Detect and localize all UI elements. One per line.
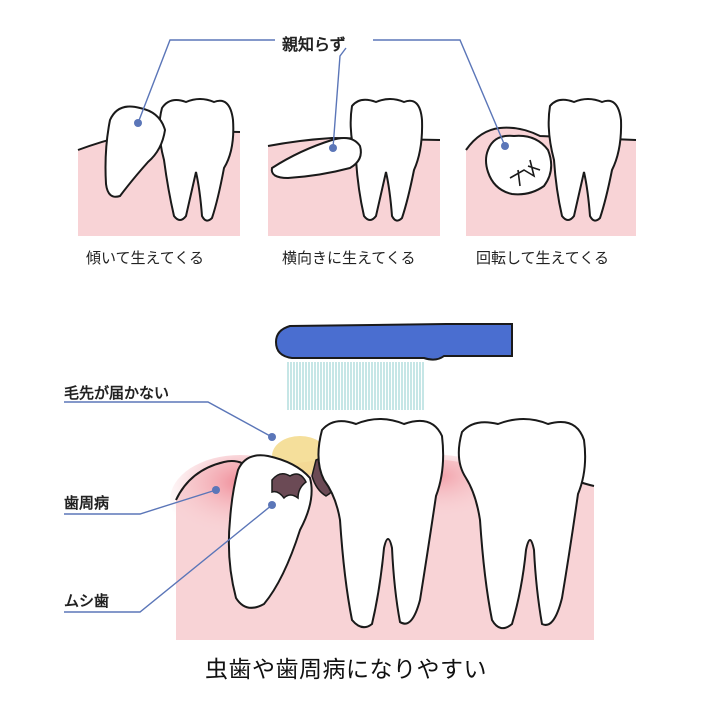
toothbrush-handle bbox=[274, 323, 513, 361]
label-bristles-cannot-reach: 毛先が届かない bbox=[64, 384, 170, 402]
wisdom-tooth-3 bbox=[485, 134, 553, 196]
leader-lines-bottom bbox=[64, 401, 273, 613]
caption-tilted: 傾いて生えてくる bbox=[86, 249, 205, 267]
wisdom-tooth-2 bbox=[270, 137, 362, 180]
label-gum-disease: 歯周病 bbox=[64, 494, 110, 512]
toothbrush-bristles bbox=[287, 362, 424, 410]
leader-lines-top bbox=[137, 39, 506, 149]
panel-sideways bbox=[267, 98, 441, 236]
molar-1 bbox=[158, 98, 235, 222]
wisdom-tooth-label: 親知らず bbox=[282, 35, 346, 54]
wisdom-tooth-1 bbox=[104, 105, 167, 198]
panel-tilted bbox=[77, 98, 241, 236]
molar-large-2 bbox=[457, 418, 587, 630]
label-cavity: ムシ歯 bbox=[64, 592, 110, 610]
bottom-caption: 虫歯や歯周病になりやすい bbox=[205, 657, 487, 683]
molar-2 bbox=[349, 98, 424, 222]
cavity bbox=[271, 473, 307, 500]
molar-large-1 bbox=[317, 418, 445, 629]
caption-sideways: 横向きに生えてくる bbox=[282, 249, 416, 267]
caption-rotated: 回転して生えてくる bbox=[476, 249, 610, 267]
large-illustration bbox=[170, 323, 595, 640]
panel-rotated bbox=[465, 98, 637, 236]
molar-3 bbox=[547, 98, 623, 222]
